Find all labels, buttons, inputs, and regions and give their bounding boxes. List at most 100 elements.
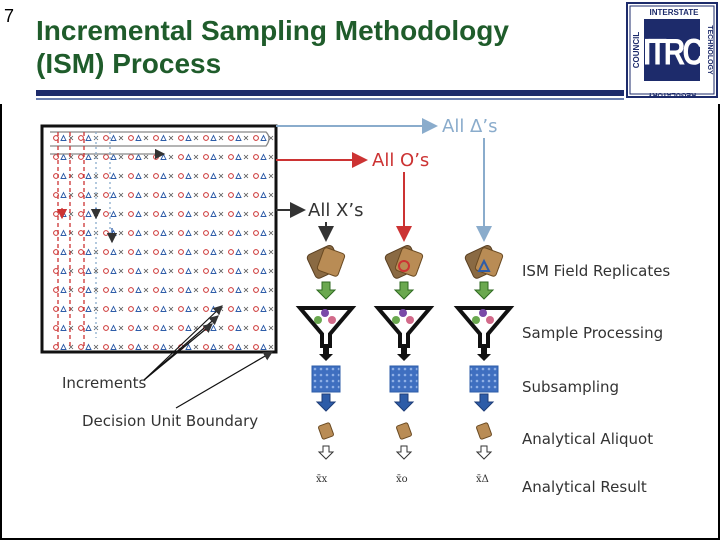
increment-x-mark: [268, 344, 274, 350]
increment-x-mark: [143, 268, 149, 274]
step-analytical-aliquot: Analytical Aliquot: [522, 430, 654, 448]
increment-o-mark: [153, 192, 159, 198]
increment-x-mark: [93, 287, 99, 293]
down-arrow-result: [317, 445, 335, 460]
increment-x-mark: [218, 287, 224, 293]
increment-o-mark: [228, 211, 234, 217]
increment-o-mark: [253, 211, 259, 217]
increment-delta-mark: [60, 248, 67, 255]
increment-x-mark: [218, 211, 224, 217]
process-column-delta: [453, 244, 515, 460]
title-line-2: (ISM) Process: [36, 48, 222, 79]
increment-o-mark: [128, 135, 134, 141]
increment-delta-mark: [235, 343, 242, 350]
increment-delta-mark: [235, 172, 242, 179]
increment-x-mark: [193, 154, 199, 160]
slide-frame-bottom: [0, 538, 720, 540]
increment-delta-mark: [210, 134, 217, 141]
increment-x-mark: [218, 325, 224, 331]
increment-x-mark: [243, 230, 249, 236]
increment-o-mark: [253, 230, 259, 236]
increment-o-mark: [153, 211, 159, 217]
increment-x-mark: [268, 268, 274, 274]
increment-o-mark: [178, 211, 184, 217]
increment-delta-mark: [235, 229, 242, 236]
increment-delta-mark: [235, 191, 242, 198]
increment-delta-mark: [110, 134, 117, 141]
increment-x-mark: [268, 192, 274, 198]
increment-delta-mark: [110, 191, 117, 198]
increment-delta-mark: [185, 343, 192, 350]
increment-o-mark: [253, 249, 259, 255]
increment-delta-mark: [185, 286, 192, 293]
increment-x-mark: [168, 230, 174, 236]
aliquot-vial: [318, 422, 334, 440]
increment-x-mark: [268, 325, 274, 331]
increment-delta-mark: [110, 153, 117, 160]
increment-o-mark: [228, 135, 234, 141]
funnel: [295, 306, 357, 348]
increment-o-mark: [203, 249, 209, 255]
increment-o-mark: [103, 211, 109, 217]
increment-o-mark: [128, 344, 134, 350]
logo-left-text: COUNCIL: [632, 32, 641, 69]
funnel-particle: [392, 316, 400, 324]
increment-o-mark: [203, 154, 209, 160]
increment-o-mark: [228, 287, 234, 293]
increment-o-mark: [203, 268, 209, 274]
increment-delta-mark: [210, 153, 217, 160]
increment-delta-mark: [85, 305, 92, 312]
increment-delta-mark: [110, 286, 117, 293]
increment-x-mark: [218, 344, 224, 350]
increment-delta-mark: [185, 267, 192, 274]
funnel-particle: [406, 316, 414, 324]
aliquot-vial: [396, 422, 412, 440]
increment-o-mark: [178, 306, 184, 312]
increment-x-mark: [268, 230, 274, 236]
logo-center-text: ITRC: [643, 31, 703, 73]
increment-delta-mark: [135, 324, 142, 331]
increment-delta-mark: [160, 267, 167, 274]
increment-delta-mark: [60, 343, 67, 350]
increment-x-mark: [143, 173, 149, 179]
increment-x-mark: [218, 173, 224, 179]
result-o: x̄o: [396, 474, 408, 485]
increment-x-mark: [93, 344, 99, 350]
increment-x-mark: [168, 287, 174, 293]
increment-delta-mark: [110, 305, 117, 312]
sampling-paths: [50, 131, 270, 348]
increment-delta-mark: [260, 172, 267, 179]
increment-x-mark: [218, 268, 224, 274]
increment-x-mark: [218, 154, 224, 160]
increment-delta-mark: [260, 134, 267, 141]
increment-o-mark: [128, 230, 134, 236]
increment-delta-mark: [135, 343, 142, 350]
increment-o-mark: [228, 306, 234, 312]
increment-o-mark: [153, 230, 159, 236]
field-replicate-bottle: [394, 247, 424, 277]
increment-o-mark: [178, 249, 184, 255]
increment-delta-mark: [135, 134, 142, 141]
increment-x-mark: [168, 192, 174, 198]
increment-x-mark: [143, 154, 149, 160]
increment-o-mark: [178, 154, 184, 160]
increment-x-mark: [118, 306, 124, 312]
increment-x-mark: [168, 325, 174, 331]
increment-x-mark: [168, 135, 174, 141]
increment-x-mark: [143, 211, 149, 217]
increment-o-mark: [178, 135, 184, 141]
increment-delta-mark: [185, 229, 192, 236]
increment-delta-mark: [85, 286, 92, 293]
funnel-particle: [314, 316, 322, 324]
ism-process-diagram: All Δ’s All O’s All X’s Increments Decis…: [36, 108, 686, 518]
increment-delta-mark: [210, 248, 217, 255]
increment-o-mark: [203, 211, 209, 217]
increment-x-mark: [118, 135, 124, 141]
funnel-particle: [472, 316, 480, 324]
increment-delta-mark: [260, 153, 267, 160]
increment-x-mark: [218, 249, 224, 255]
increment-delta-mark: [135, 248, 142, 255]
down-arrow-green: [315, 281, 337, 300]
down-arrow-black: [477, 348, 491, 361]
funnel-particle: [328, 316, 336, 324]
